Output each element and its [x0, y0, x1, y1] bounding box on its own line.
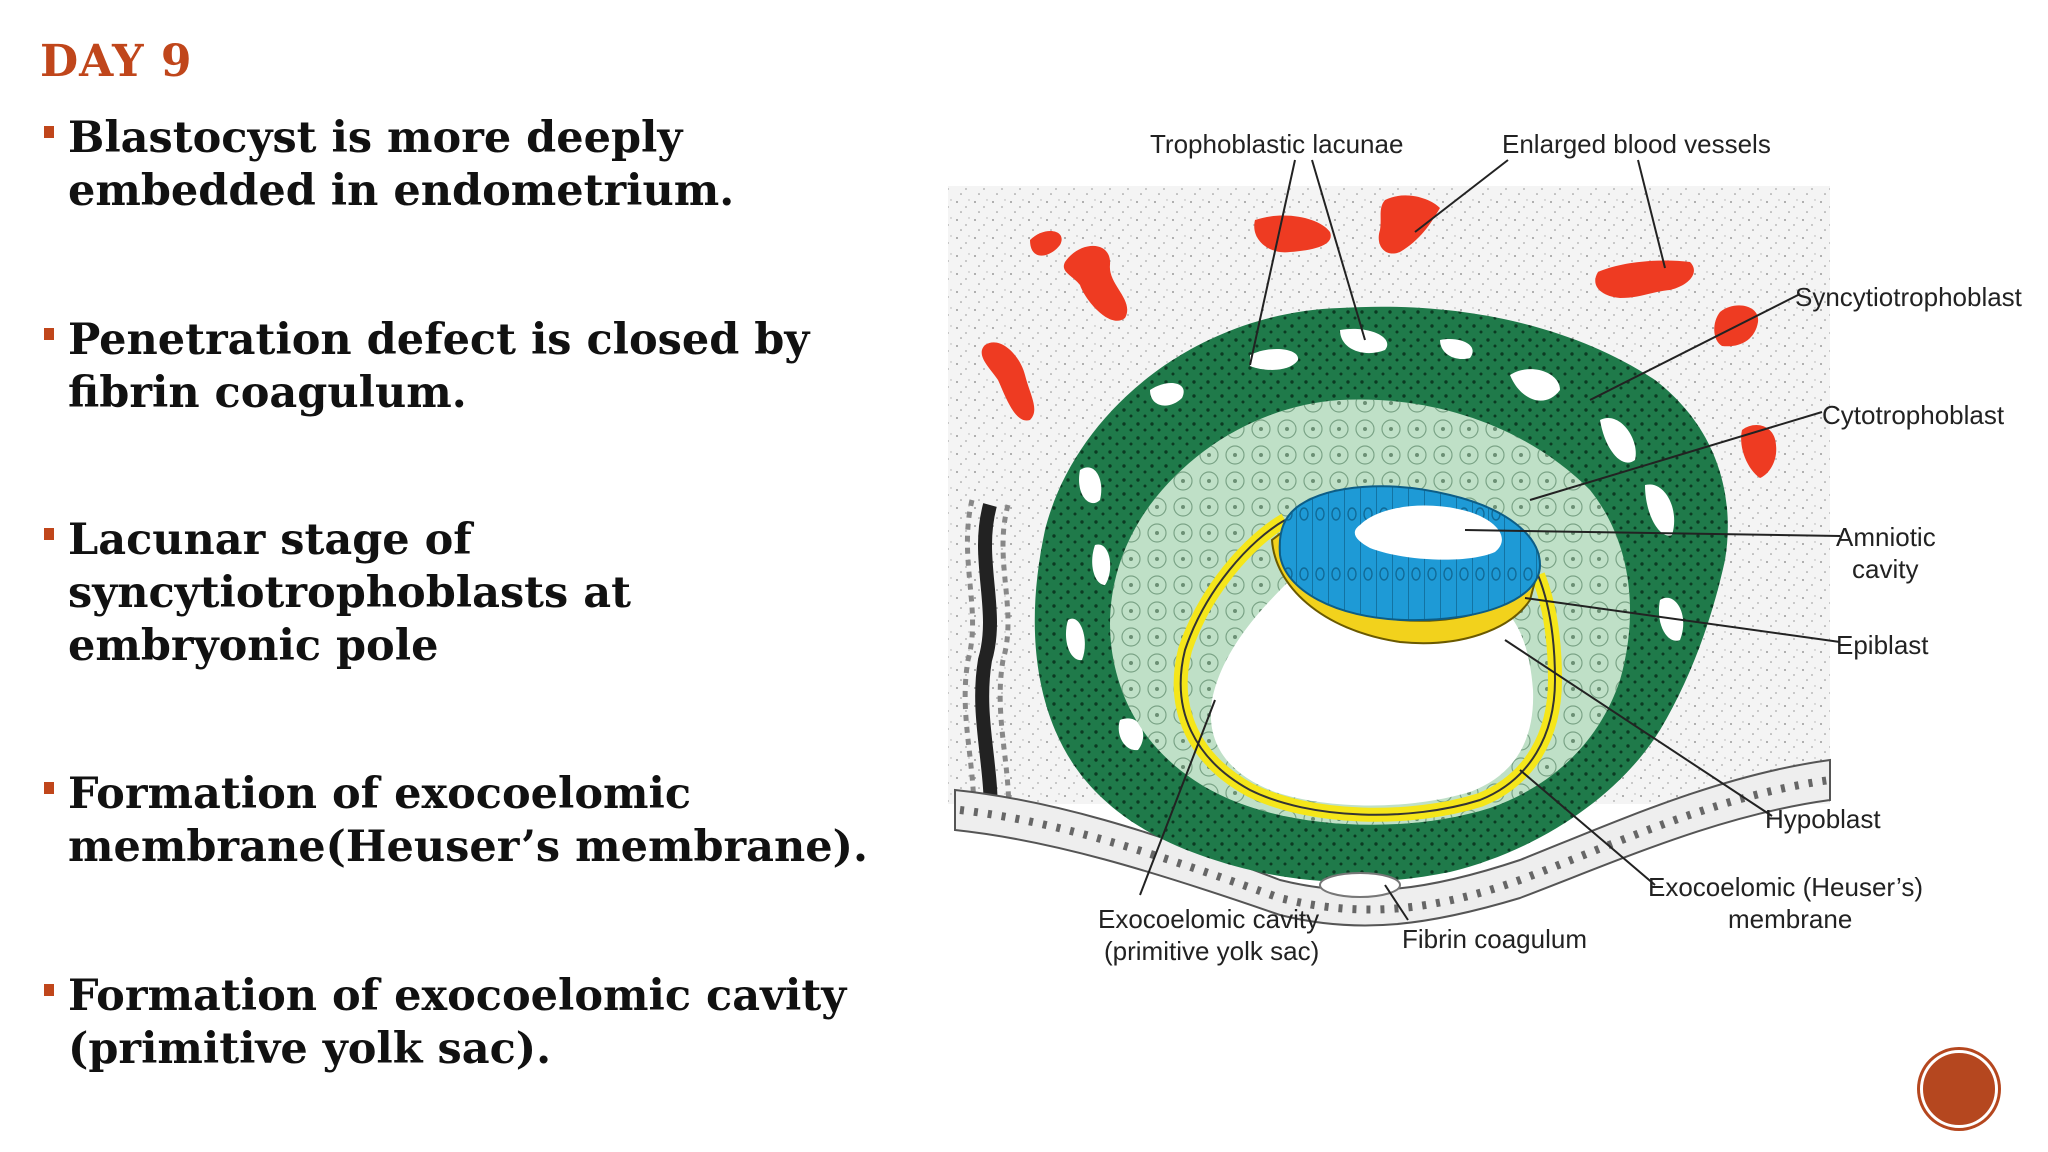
bullet-item: Penetration defect is closed by fibrin c… [40, 314, 809, 420]
bullet-text: Lacunar stage of [68, 515, 472, 565]
blood-vessels [981, 195, 1777, 478]
bullet-text: embedded in endometrium. [68, 166, 735, 216]
next-slide-icon[interactable] [1920, 1050, 1998, 1128]
bullet-text: Penetration defect is closed by [68, 315, 810, 365]
label-syncytiotrophoblast: Syncytiotrophoblast [1795, 282, 2023, 312]
label-amniotic-cavity: cavity [1852, 554, 1918, 584]
trophoblastic-lacunae [1065, 328, 1684, 751]
uterine-gland [975, 503, 998, 831]
bullet-text: membrane(Heuser’s membrane). [68, 822, 868, 872]
bullet-text: (primitive yolk sac). [68, 1024, 552, 1074]
bullet-text: Formation of exocoelomic [68, 769, 692, 819]
bullet-marker-icon [44, 782, 54, 794]
slide-title: DAY 9 [40, 36, 193, 87]
bullet-marker-icon [44, 528, 54, 540]
bullet-item: Formation of exocoelomic cavity (primiti… [40, 970, 846, 1076]
bullet-text: fibrin coagulum. [68, 368, 467, 418]
label-exocoelomic-cavity: Exocoelomic cavity [1098, 904, 1319, 934]
bullet-item: Lacunar stage of syncytiotrophoblasts at… [40, 514, 631, 673]
bullet-marker-icon [44, 984, 54, 996]
bullet-item: Formation of exocoelomic membrane(Heuser… [40, 768, 868, 874]
label-exocoelomic-cavity: (primitive yolk sac) [1104, 936, 1319, 966]
label-trophoblastic-lacunae: Trophoblastic lacunae [1150, 129, 1403, 159]
label-hypoblast: Hypoblast [1765, 804, 1881, 834]
bullet-marker-icon [44, 126, 54, 138]
blastocyst-diagram: Trophoblastic lacunae Enlarged blood ves… [948, 129, 2023, 966]
label-amniotic-cavity: Amniotic [1836, 522, 1936, 552]
fibrin-coagulum [1319, 872, 1401, 898]
leader-lines [1139, 159, 1841, 921]
label-enlarged-blood-vessels: Enlarged blood vessels [1502, 129, 1771, 159]
label-exocoelomic-membrane: Exocoelomic (Heuser’s) [1648, 872, 1923, 902]
bullet-item: Blastocyst is more deeply embedded in en… [40, 112, 734, 218]
label-cytotrophoblast: Cytotrophoblast [1822, 400, 2005, 430]
bullet-text: Blastocyst is more deeply [68, 113, 683, 163]
amniotic-cavity [1354, 505, 1502, 560]
label-epiblast: Epiblast [1836, 630, 1929, 660]
bullet-text: syncytiotrophoblasts at [68, 568, 631, 618]
bullet-text: embryonic pole [68, 621, 439, 671]
label-exocoelomic-membrane: membrane [1728, 904, 1852, 934]
label-fibrin-coagulum: Fibrin coagulum [1402, 924, 1587, 954]
bullet-text: Formation of exocoelomic cavity [68, 971, 847, 1021]
bullet-marker-icon [44, 328, 54, 340]
